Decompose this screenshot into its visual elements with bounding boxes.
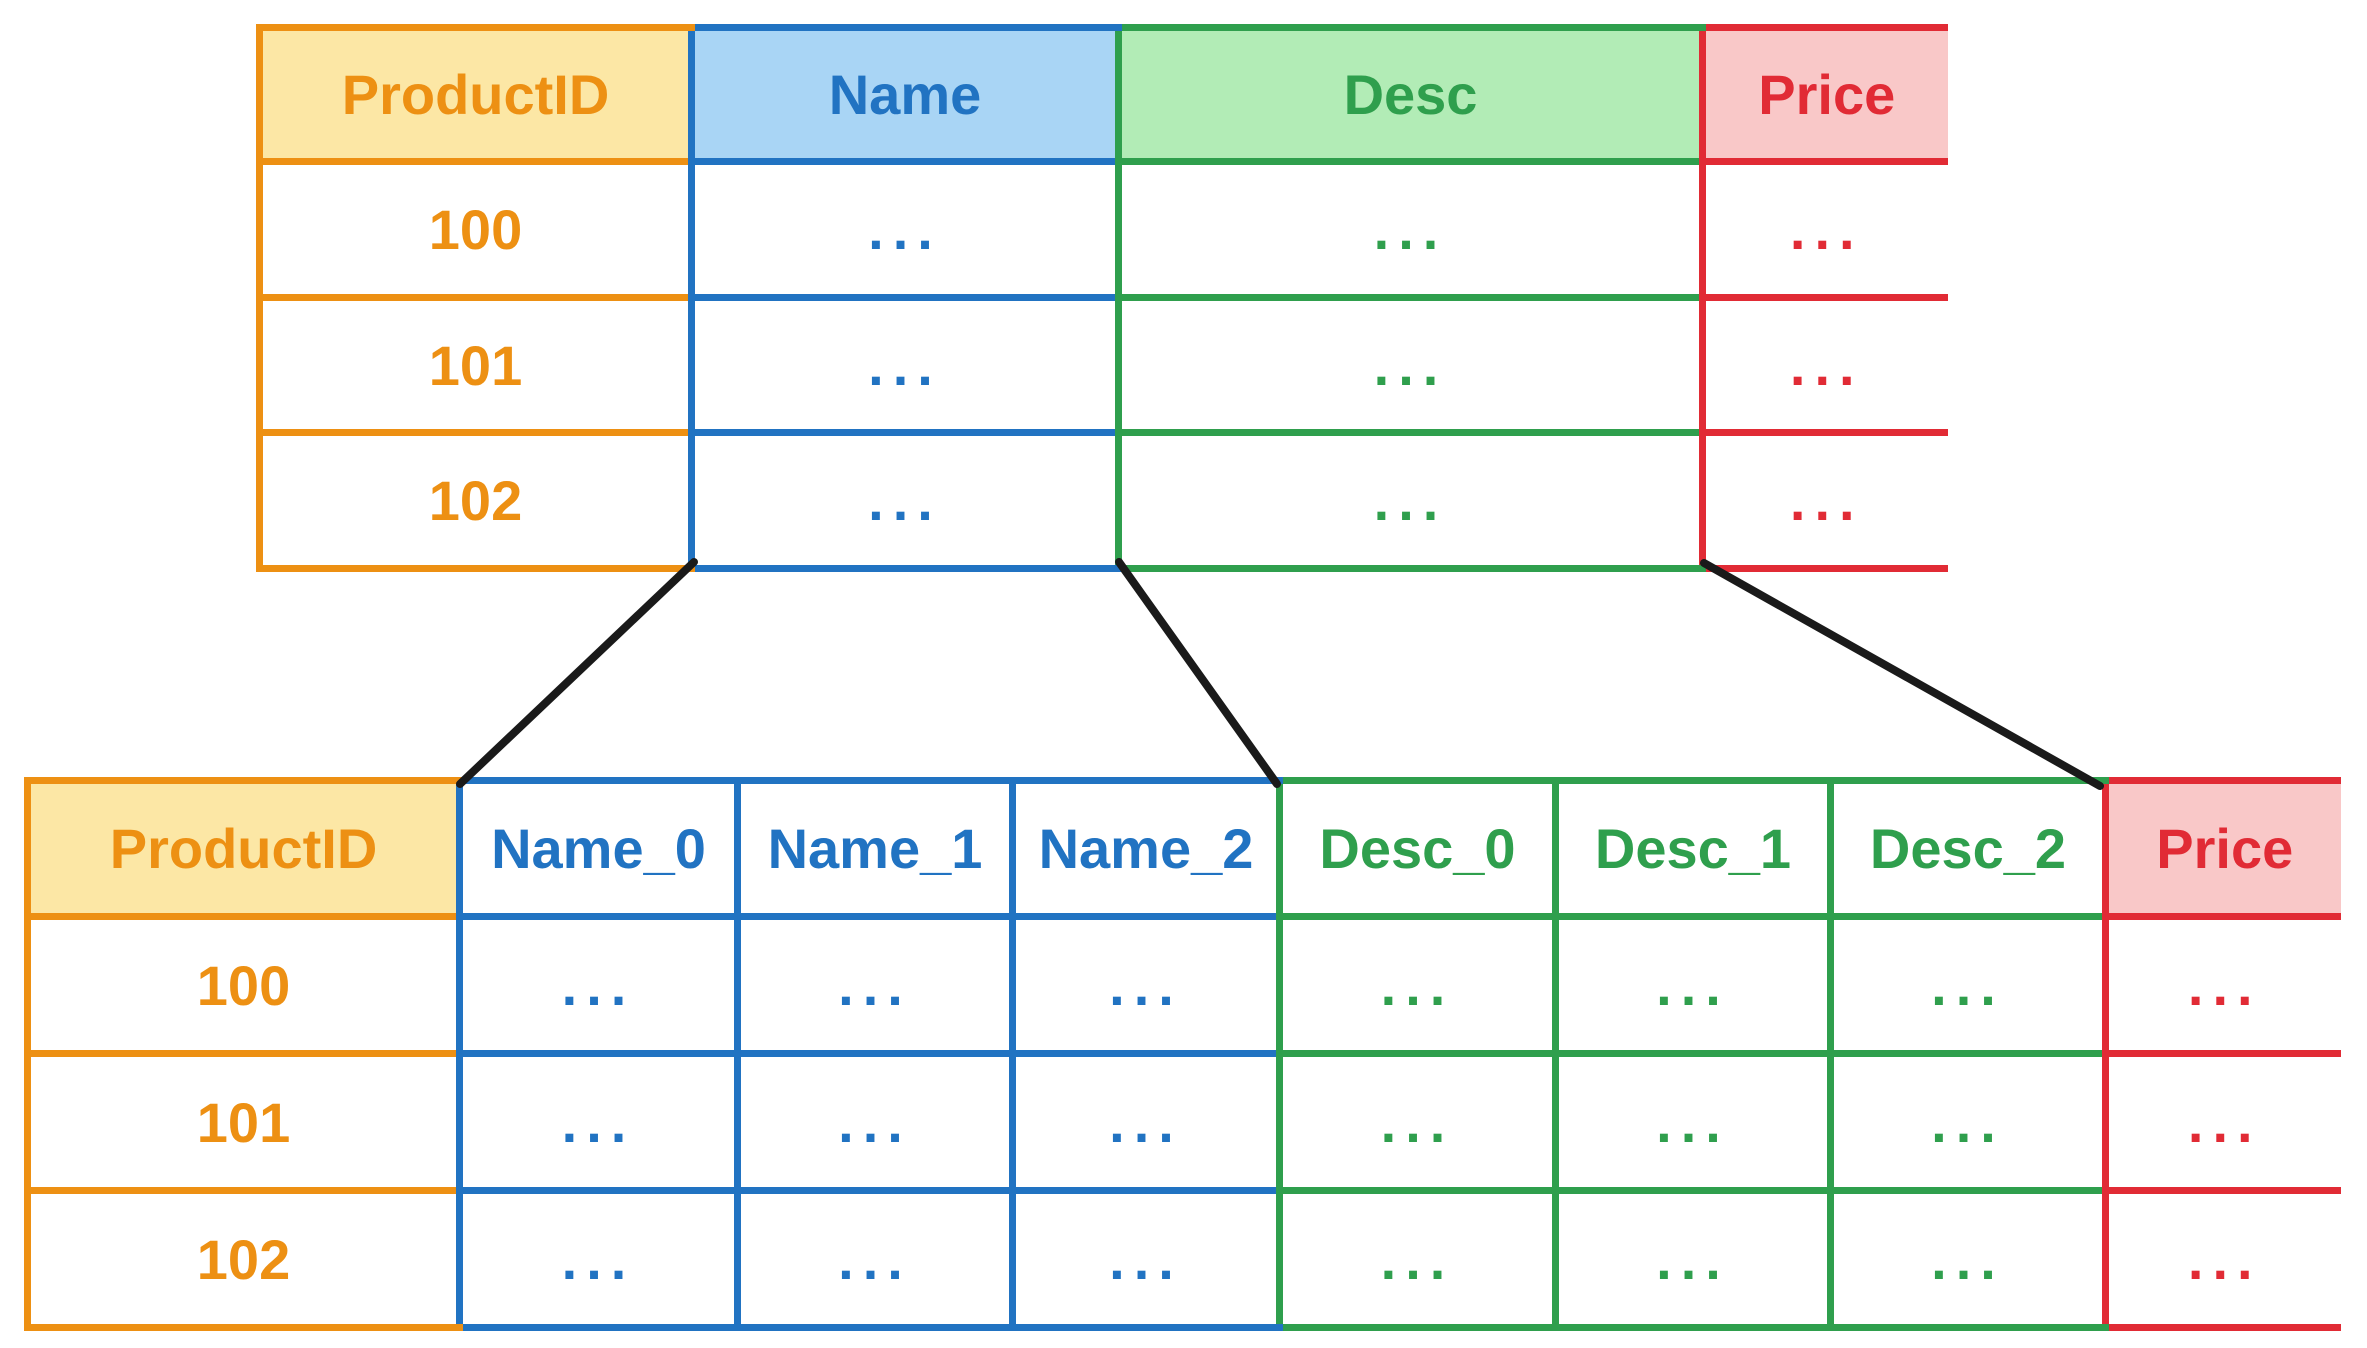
bottom-cell-desc-1: ... xyxy=(1552,1050,1831,1191)
expanded-table: ProductID Name_0 Name_1 Name_2 Desc_0 De… xyxy=(24,777,2341,1331)
top-cell-price: ... xyxy=(1699,294,1948,433)
top-cell-desc: ... xyxy=(1115,294,1703,433)
top-cell-desc: ... xyxy=(1115,158,1703,298)
bottom-cell-price: ... xyxy=(2102,913,2341,1054)
top-cell-desc: ... xyxy=(1115,429,1703,572)
bottom-header-desc-2: Desc_2 xyxy=(1827,777,2106,917)
top-cell-productid: 101 xyxy=(256,294,692,433)
original-table: ProductID Name Desc Price 100 ... ... ..… xyxy=(256,24,1948,572)
bottom-cell-name-1: ... xyxy=(734,1050,1013,1191)
top-header-desc: Desc xyxy=(1115,24,1703,162)
connector-line-name-desc-middle xyxy=(1115,558,1281,788)
bottom-cell-desc-0: ... xyxy=(1276,1187,1556,1331)
bottom-header-name-0: Name_0 xyxy=(456,777,738,917)
bottom-cell-productid: 100 xyxy=(24,913,460,1054)
top-header-price: Price xyxy=(1699,24,1948,162)
bottom-cell-price: ... xyxy=(2102,1050,2341,1191)
bottom-cell-desc-1: ... xyxy=(1552,913,1831,1054)
header-row: ProductID Name Desc Price xyxy=(256,24,1948,162)
bottom-cell-name-0: ... xyxy=(456,1050,738,1191)
bottom-cell-name-0: ... xyxy=(456,1187,738,1331)
top-cell-price: ... xyxy=(1699,429,1948,572)
bottom-header-desc-1: Desc_1 xyxy=(1552,777,1831,917)
bottom-cell-name-0: ... xyxy=(456,913,738,1054)
table-row: 102 ... ... ... ... ... ... ... xyxy=(24,1187,2341,1331)
top-cell-name: ... xyxy=(688,429,1119,572)
top-cell-price: ... xyxy=(1699,158,1948,298)
table-row: 102 ... ... ... xyxy=(256,429,1948,572)
top-header-name: Name xyxy=(688,24,1119,162)
connector-line-name-left xyxy=(456,558,698,788)
bottom-cell-productid: 102 xyxy=(24,1187,460,1331)
connector-line-desc-right xyxy=(1700,559,2104,790)
bottom-header-name-2: Name_2 xyxy=(1009,777,1280,917)
bottom-cell-name-1: ... xyxy=(734,1187,1013,1331)
bottom-cell-desc-0: ... xyxy=(1276,1050,1556,1191)
bottom-header-productid: ProductID xyxy=(24,777,460,917)
bottom-cell-productid: 101 xyxy=(24,1050,460,1191)
bottom-cell-desc-2: ... xyxy=(1827,913,2106,1054)
top-cell-productid: 100 xyxy=(256,158,692,298)
bottom-cell-price: ... xyxy=(2102,1187,2341,1331)
bottom-header-price: Price xyxy=(2102,777,2341,917)
table-row: 101 ... ... ... ... ... ... ... xyxy=(24,1050,2341,1191)
bottom-cell-name-2: ... xyxy=(1009,1050,1280,1191)
table-row: 100 ... ... ... xyxy=(256,158,1948,298)
bottom-cell-name-2: ... xyxy=(1009,1187,1280,1331)
bottom-cell-name-2: ... xyxy=(1009,913,1280,1054)
bottom-cell-desc-2: ... xyxy=(1827,1187,2106,1331)
bottom-cell-desc-0: ... xyxy=(1276,913,1556,1054)
table-row: 100 ... ... ... ... ... ... ... xyxy=(24,913,2341,1054)
bottom-cell-name-1: ... xyxy=(734,913,1013,1054)
top-cell-name: ... xyxy=(688,158,1119,298)
header-row: ProductID Name_0 Name_1 Name_2 Desc_0 De… xyxy=(24,777,2341,917)
top-header-productid: ProductID xyxy=(256,24,692,162)
table-row: 101 ... ... ... xyxy=(256,294,1948,433)
bottom-cell-desc-2: ... xyxy=(1827,1050,2106,1191)
top-cell-productid: 102 xyxy=(256,429,692,572)
bottom-header-name-1: Name_1 xyxy=(734,777,1013,917)
bottom-cell-desc-1: ... xyxy=(1552,1187,1831,1331)
bottom-header-desc-0: Desc_0 xyxy=(1276,777,1556,917)
top-cell-name: ... xyxy=(688,294,1119,433)
